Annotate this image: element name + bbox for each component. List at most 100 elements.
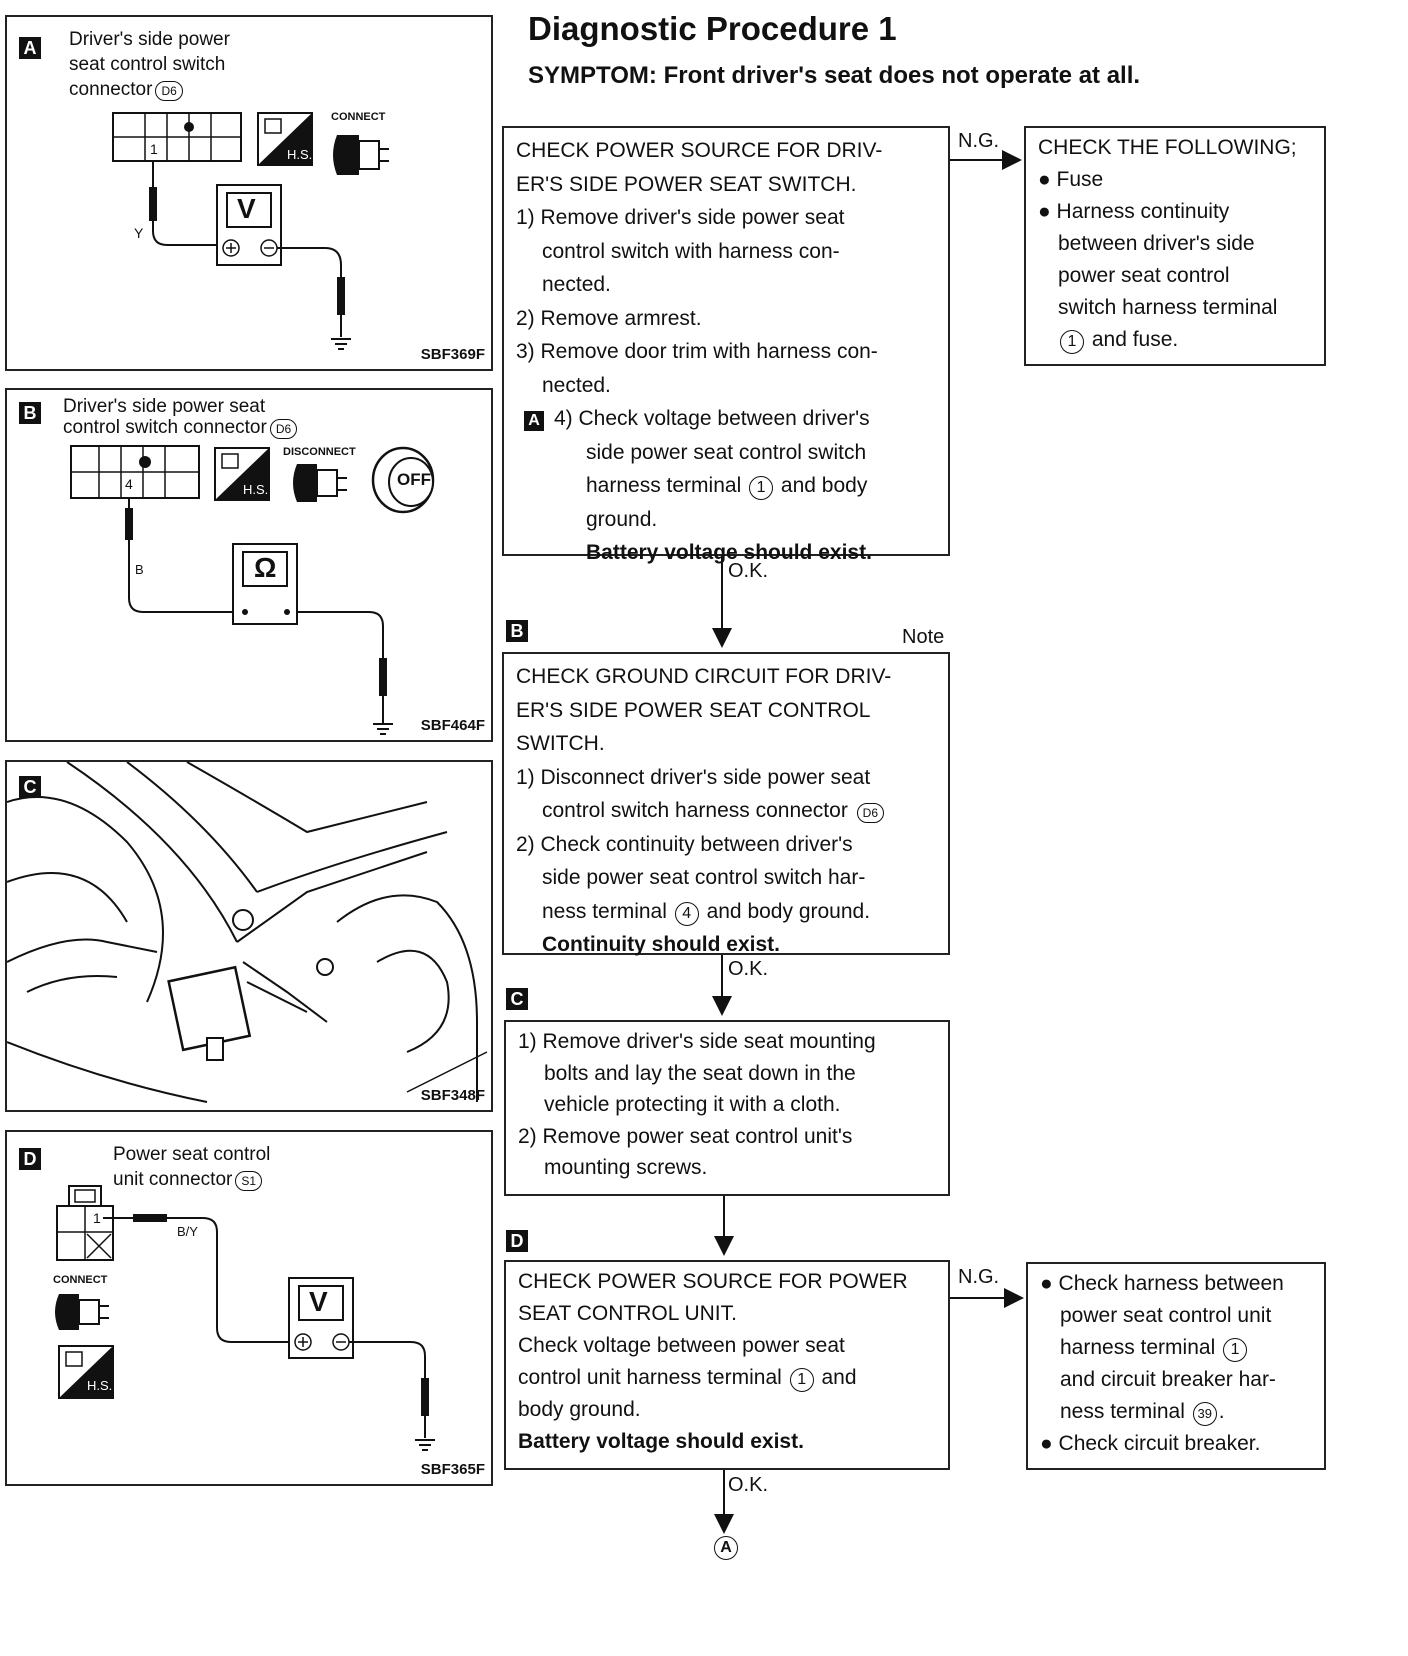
step1-line: side power seat control switch (586, 440, 867, 464)
panel-d-meter-symbol: V (309, 1286, 328, 1317)
ng1-line: ● Harness continuity (1038, 200, 1230, 223)
step3-line: 1) Remove driver's side seat mounting (518, 1030, 876, 1053)
step1-line: nected. (542, 373, 611, 397)
panel-a-wire-label: Y (134, 225, 144, 241)
panel-c: C SBF348F (5, 760, 493, 1112)
panel-b-disconnect-label: DISCONNECT (283, 446, 356, 458)
panel-a-hs: H.S. (287, 147, 313, 162)
ok3-label: O.K. (728, 1474, 769, 1496)
symptom: SYMPTOM: Front driver's seat does not op… (528, 62, 1141, 89)
panel-b-line1: Driver's side power seat (63, 396, 266, 417)
panel-b-title: Driver's side power seat control switch … (63, 396, 300, 439)
panel-a-line2: seat control switch (69, 54, 226, 75)
terminal-1-badge: 1 (1060, 330, 1084, 354)
panel-b-wire-label: B (135, 562, 144, 577)
panel-b-code: SBF464F (420, 717, 485, 734)
step-c-tag: C (506, 988, 528, 1010)
ng2-line: ● Check circuit breaker. (1040, 1432, 1261, 1455)
panel-d-tag: D (19, 1148, 41, 1170)
terminal-4-badge: 4 (674, 901, 699, 926)
step2-line: ness terminal 4 and body ground. (516, 895, 936, 929)
connector-d6-badge: D6 (155, 81, 183, 101)
panel-d-code: SBF365F (420, 1461, 485, 1478)
panel-d-hs: H.S. (87, 1378, 113, 1393)
ok1-label: O.K. (728, 560, 769, 582)
ng1-line: power seat control (1058, 264, 1230, 287)
step3-line: bolts and lay the seat down in the (544, 1061, 856, 1085)
ng2-line: ness terminal 39. (1040, 1396, 1312, 1428)
step2-line: 2) Check continuity between driver's (516, 832, 853, 856)
step3-box: 1) Remove driver's side seat mounting bo… (504, 1020, 950, 1196)
panel-d-line1: Power seat control (113, 1144, 271, 1165)
panel-a-pin: 1 (150, 141, 158, 157)
step1-line: control switch with harness con- (542, 239, 840, 263)
step3-line: mounting screws. (544, 1156, 708, 1179)
panel-c-tag: C (19, 776, 41, 798)
step4-line: SEAT CONTROL UNIT. (518, 1302, 737, 1325)
panel-b-hs: H.S. (243, 482, 269, 497)
step4-line: Check voltage between power seat (518, 1334, 845, 1357)
step1-line: harness terminal 1 and body (516, 469, 936, 503)
panel-b-meter-symbol: Ω (254, 552, 277, 583)
terminal-1-badge: 1 (789, 1368, 814, 1392)
panel-a-connect-label: CONNECT (331, 111, 386, 123)
ng1-line: CHECK THE FOLLOWING; (1038, 136, 1297, 159)
panel-b: B Driver's side power seat control switc… (5, 388, 493, 742)
connector-d6-badge: D6 (269, 419, 298, 439)
connector-s1-badge: S1 (235, 1171, 263, 1191)
ng1-line: 1 and fuse. (1038, 324, 1312, 356)
step-b-tag: B (506, 620, 528, 642)
panel-b-pin: 4 (125, 476, 133, 492)
step1-box: CHECK POWER SOURCE FOR DRIV- ER'S SIDE P… (502, 126, 950, 564)
continue-a-badge: A (714, 1536, 738, 1560)
ng1-line: ● Fuse (1038, 168, 1104, 191)
ng1-label: N.G. (958, 130, 1000, 152)
step2-line: control switch harness connector D6 (516, 794, 936, 828)
step1-line: 3) Remove door trim with harness con- (516, 340, 878, 363)
step4-box: CHECK POWER SOURCE FOR POWER SEAT CONTRO… (504, 1260, 950, 1470)
ng2-line: harness terminal 1 (1040, 1332, 1312, 1364)
ng2-line: power seat control unit (1060, 1304, 1272, 1327)
ng1-box: CHECK THE FOLLOWING; ● Fuse ● Harness co… (1024, 126, 1326, 366)
continue-marker: A (712, 1536, 740, 1560)
step1-line: ER'S SIDE POWER SEAT SWITCH. (516, 172, 857, 196)
panel-a-title: Driver's side power seat control switch … (69, 27, 230, 102)
step2-line: CHECK GROUND CIRCUIT FOR DRIV- (516, 665, 892, 688)
panel-a-line1: Driver's side power (69, 29, 230, 50)
ng2-label: N.G. (958, 1266, 1000, 1288)
terminal-39-badge: 39 (1192, 1402, 1217, 1426)
ng2-box: ● Check harness between power seat contr… (1026, 1262, 1326, 1470)
connector-d6-badge: D6 (856, 803, 884, 823)
step1-line: nected. (542, 273, 611, 296)
step4-expected: Battery voltage should exist. (518, 1430, 804, 1453)
note-label: Note (902, 626, 945, 648)
step1-tag-a: A (524, 411, 544, 431)
panel-b-tag: B (19, 402, 41, 424)
panel-a-meter-symbol: V (237, 193, 256, 224)
panel-a: A Driver's side power seat control switc… (5, 15, 493, 371)
page-title: Diagnostic Procedure 1 (528, 10, 897, 47)
step4-line: CHECK POWER SOURCE FOR POWER (518, 1270, 908, 1293)
panel-c-code: SBF348F (420, 1087, 485, 1104)
step3-line: 2) Remove power seat control unit's (518, 1124, 853, 1148)
step1-line: ground. (586, 507, 658, 531)
terminal-1-badge: 1 (1223, 1338, 1248, 1362)
step4-line: control unit harness terminal 1 and (518, 1362, 936, 1394)
panel-c-illustration (7, 762, 488, 1103)
step1-line: CHECK POWER SOURCE FOR DRIV- (516, 139, 883, 162)
step2-line: SWITCH. (516, 732, 605, 755)
step2-box: CHECK GROUND CIRCUIT FOR DRIV- ER'S SIDE… (502, 652, 950, 956)
ok2-label: O.K. (728, 958, 769, 980)
panel-d-wire-label: B/Y (177, 1224, 198, 1239)
step-d-tag: D (506, 1230, 528, 1252)
step2-line: ER'S SIDE POWER SEAT CONTROL (516, 698, 871, 722)
terminal-1-badge: 1 (749, 476, 774, 500)
step1-expected: Battery voltage should exist. (586, 541, 872, 564)
panel-a-code: SBF369F (420, 346, 485, 363)
panel-a-diagram (112, 112, 389, 350)
